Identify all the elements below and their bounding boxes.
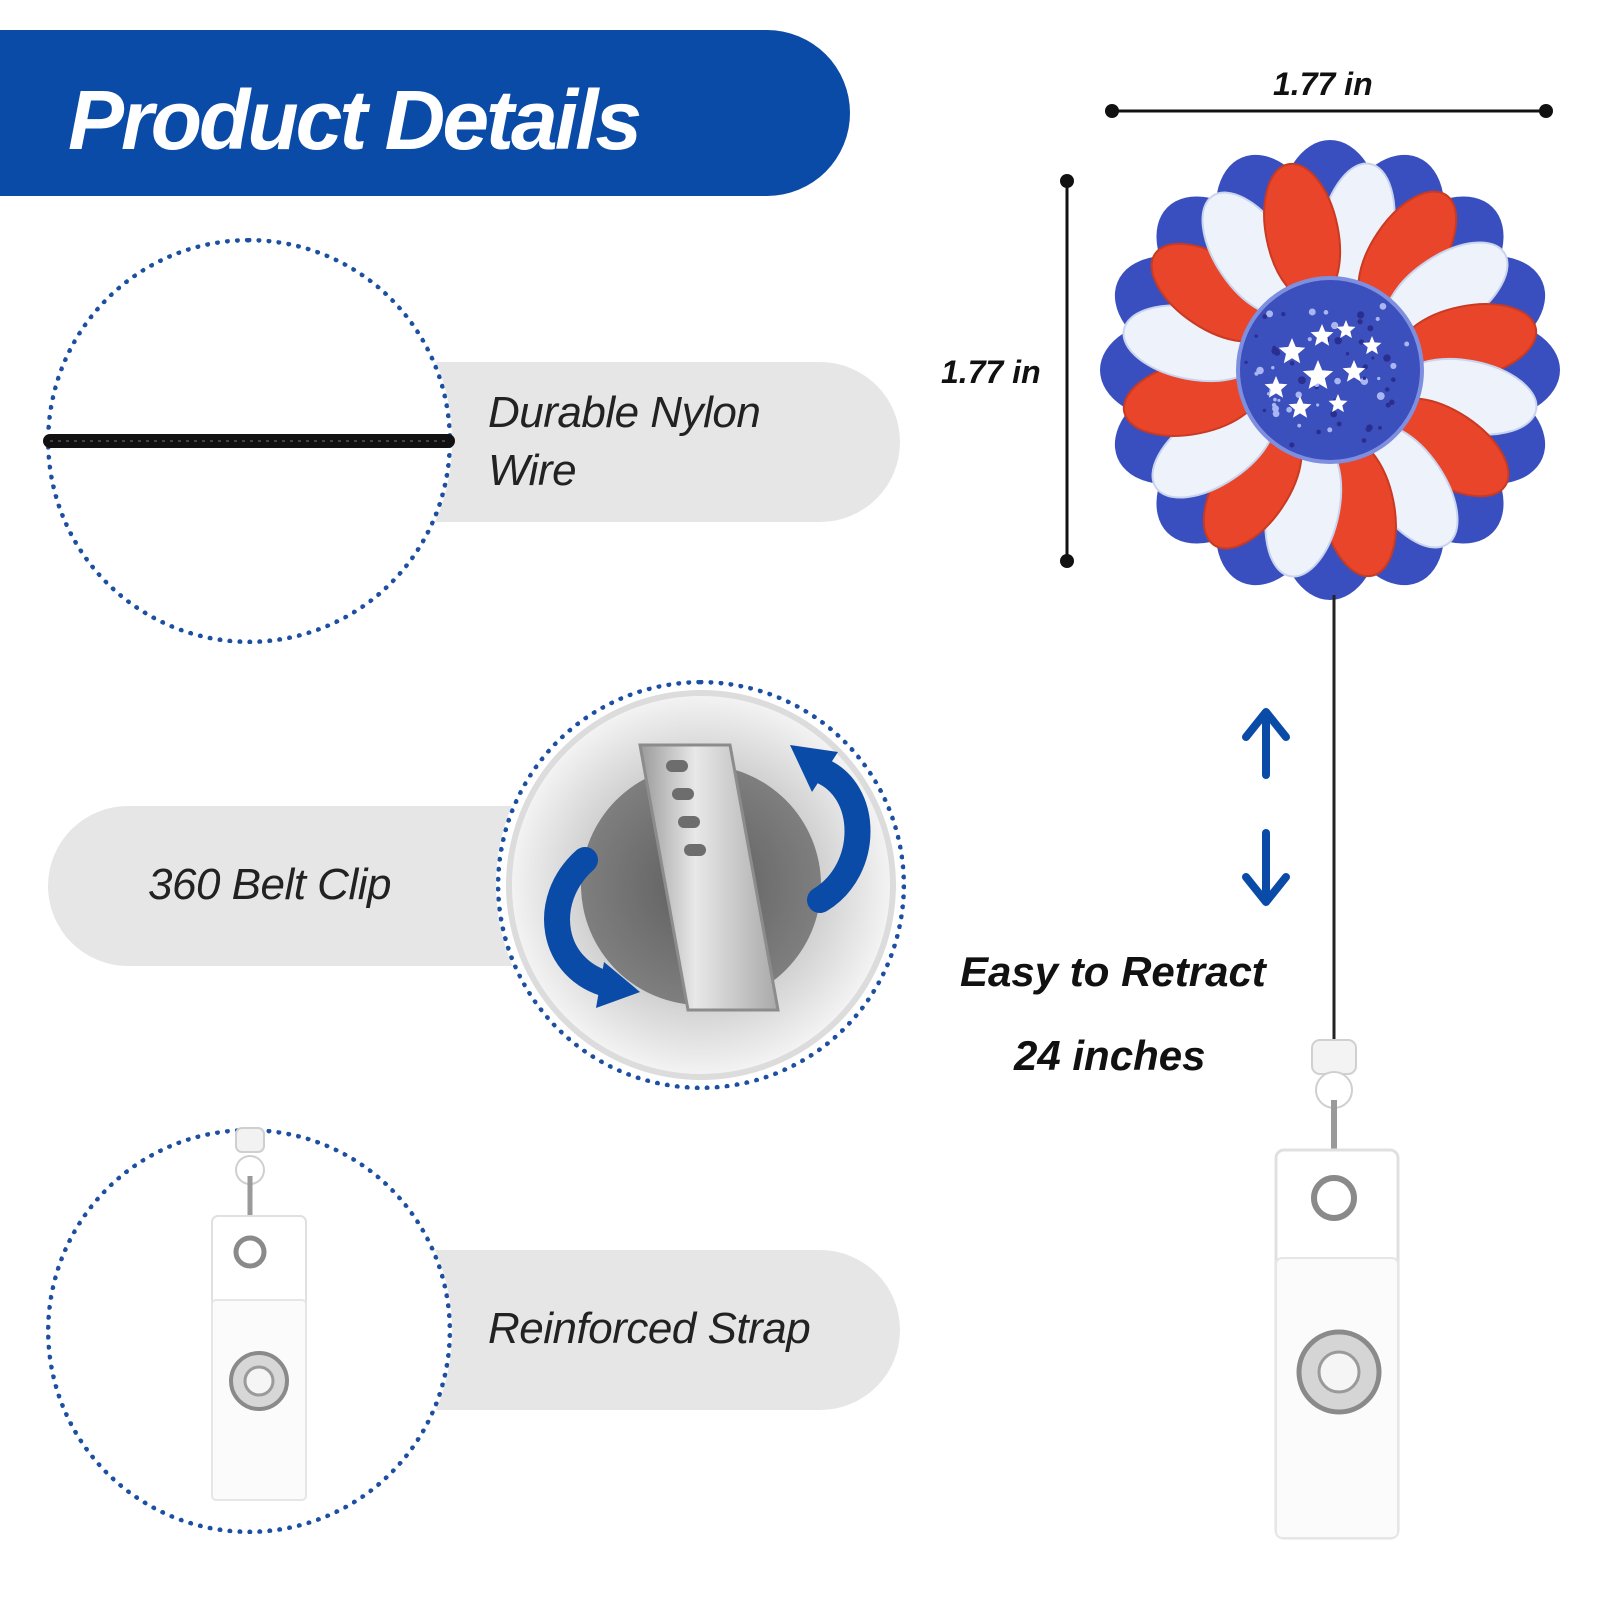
- feature-label-belt-clip: 360 Belt Clip: [148, 860, 391, 909]
- width-dimension-label: 1.77 in: [1273, 66, 1373, 102]
- feature-label-strap: Reinforced Strap: [488, 1304, 811, 1353]
- feature-label-nylon-wire: Durable Nylon Wire: [488, 384, 761, 500]
- feature-label-nylon-wire-line2: Wire: [488, 446, 577, 495]
- feature-label-nylon-wire-line1: Durable Nylon: [488, 388, 761, 437]
- arrow-up-icon: [1242, 708, 1290, 779]
- strap-clip-large: [1274, 1039, 1400, 1540]
- page-title: Product Details: [68, 73, 642, 167]
- header-banner: Product Details: [0, 30, 850, 196]
- retract-length-label: 24 inches: [1014, 1032, 1206, 1079]
- flower-badge: [1100, 140, 1560, 600]
- arrow-down-icon: [1242, 829, 1290, 906]
- height-dimension-label: 1.77 in: [941, 354, 1041, 390]
- retract-label: Easy to Retract: [960, 948, 1266, 995]
- rotate-arrow-top-icon: [790, 745, 871, 913]
- rotate-arrow-bottom-icon: [544, 847, 640, 1008]
